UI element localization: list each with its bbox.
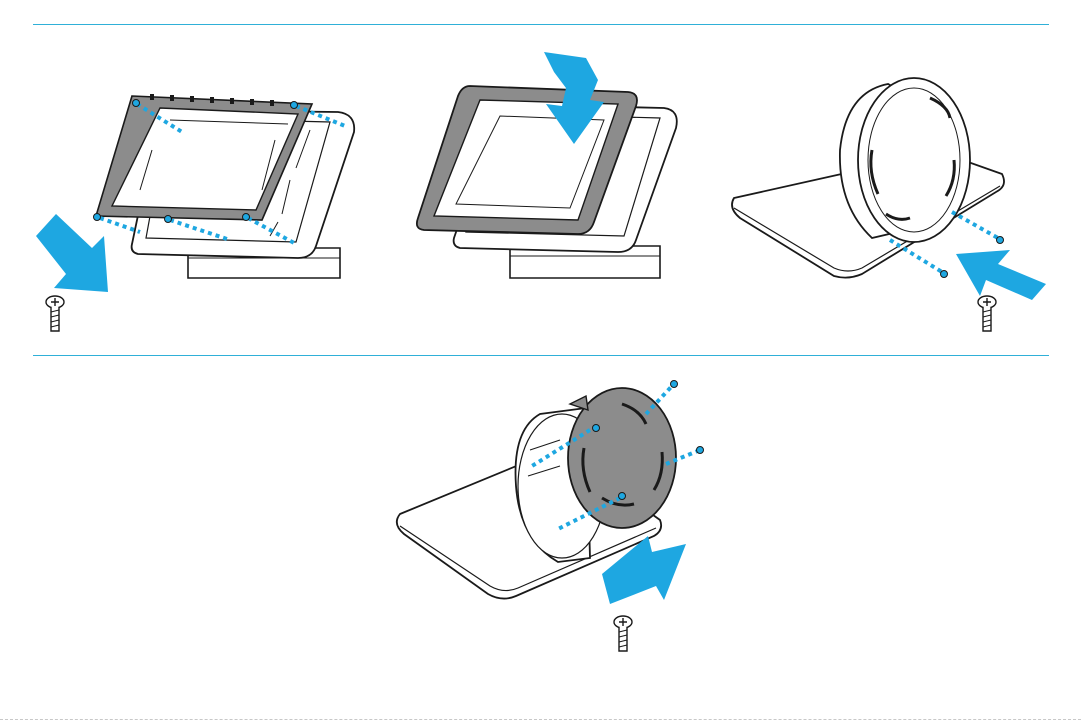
screw-icon [614,616,632,651]
insert-arrow-icon [956,250,1046,300]
screw-icon [46,296,64,331]
round-cover-icon [568,388,676,528]
screw-icon [978,296,996,331]
step-2-illustration [380,0,710,355]
step-4-illustration [380,356,720,716]
insert-arrow-icon [36,214,108,292]
page-bottom-edge [0,719,1081,720]
step-3-illustration [710,0,1081,355]
round-cover-icon [840,78,970,242]
step-1-illustration [0,0,380,355]
